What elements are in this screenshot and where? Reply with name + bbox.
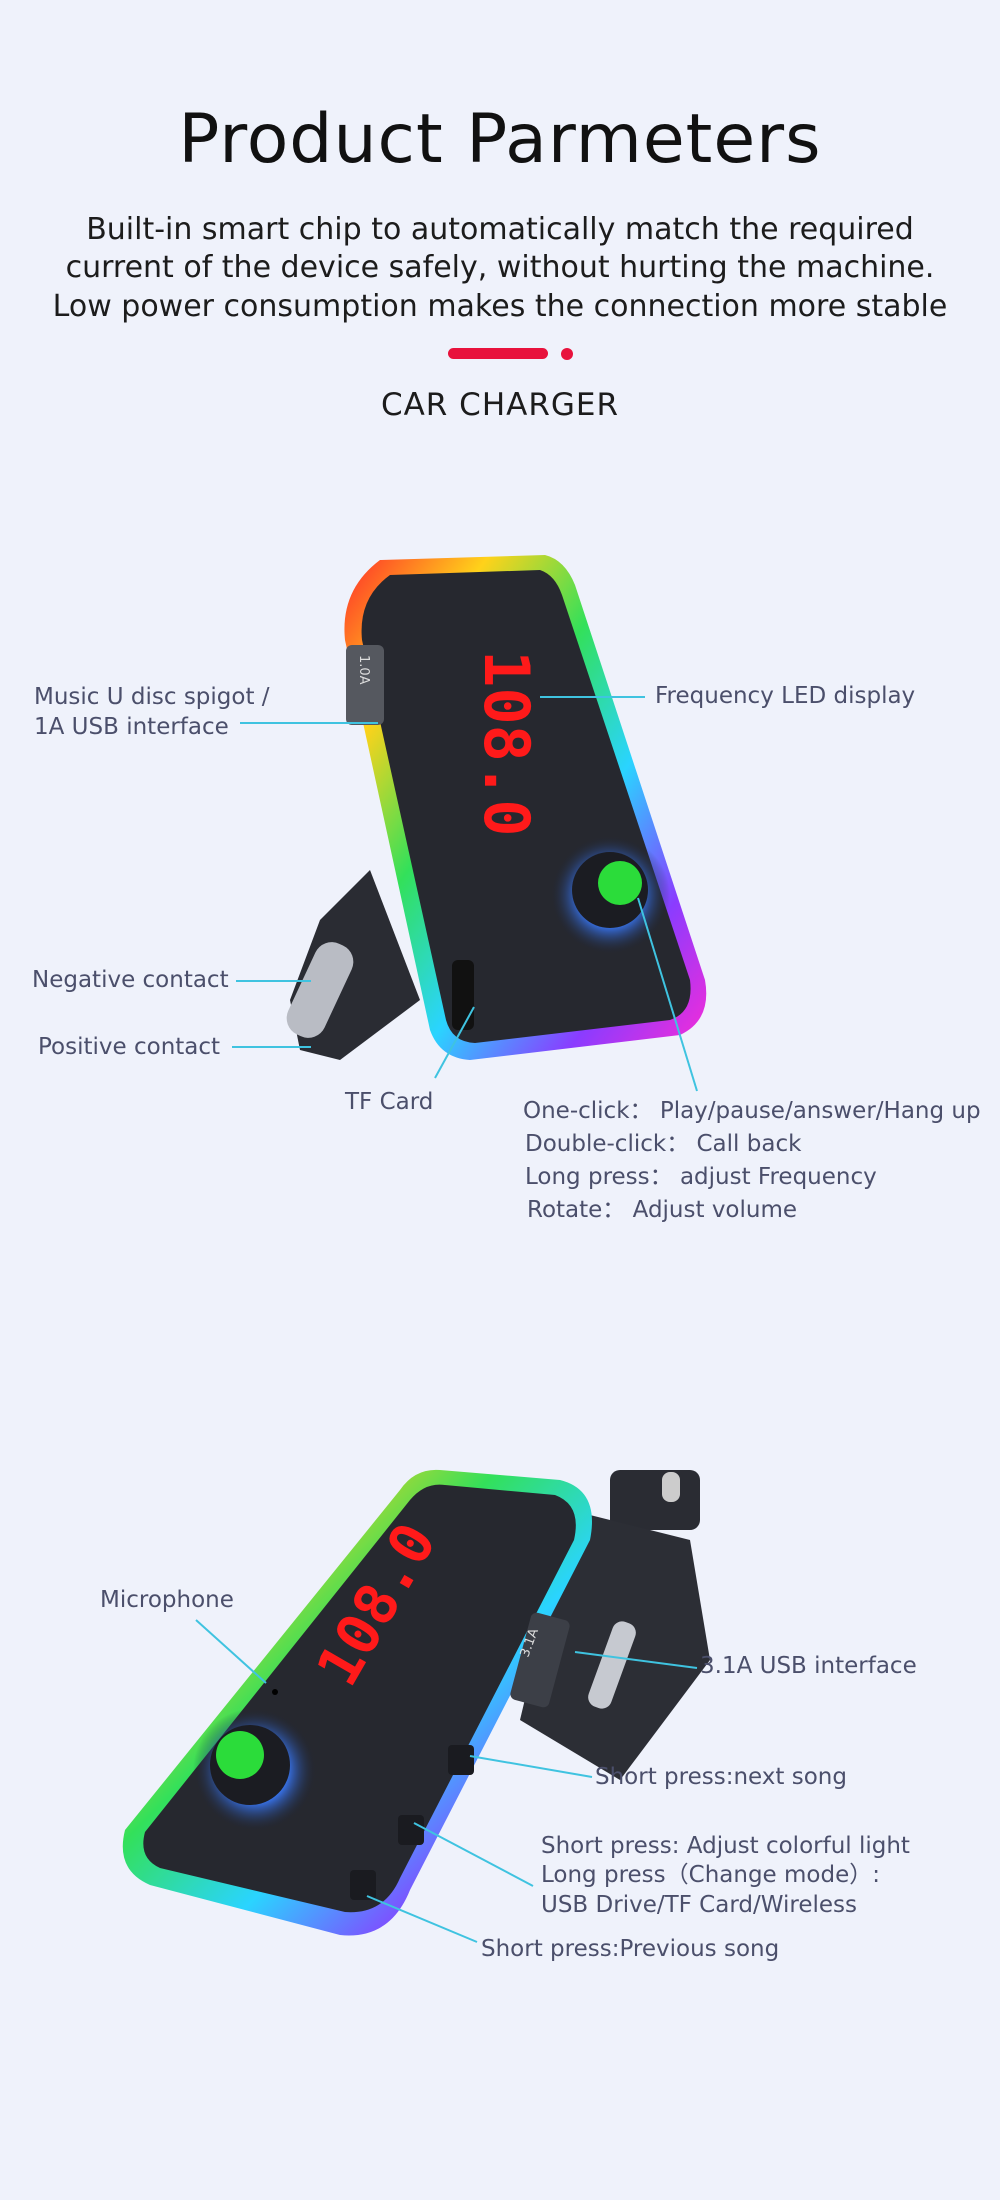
phone-icon — [598, 861, 642, 905]
label-microphone: Microphone — [100, 1587, 234, 1613]
label-negative-contact: Negative contact — [32, 967, 229, 993]
usb-1a-port-icon — [346, 645, 384, 725]
label-led-display: Frequency LED display — [655, 683, 916, 709]
label-positive-contact: Positive contact — [38, 1034, 221, 1060]
label-knob-one-click: One-click： Play/pause/answer/Hang up — [523, 1098, 981, 1124]
label-next-song: Short press:next song — [595, 1764, 847, 1790]
leader-lines — [195, 696, 698, 1943]
label-usb-1a-line-1: Music U disc spigot / — [34, 684, 270, 710]
phone-icon-2 — [216, 1731, 264, 1779]
usb-1a-port-mark: 1.0A — [356, 655, 371, 685]
subtitle-line-1: Built-in smart chip to automatically mat… — [86, 212, 914, 247]
label-mode-line-3: USB Drive/TF Card/Wireless — [541, 1892, 857, 1918]
accent-dot — [561, 348, 573, 360]
page-title: Product Parmeters — [178, 100, 822, 179]
device-view-2: 3.1A 108.0 — [122, 1469, 710, 1936]
label-mode-line-1: Short press: Adjust colorful light — [541, 1833, 910, 1859]
device-view-1: 1.0A 108.0 — [286, 555, 707, 1060]
subtitle-line-2: current of the device safely, without hu… — [65, 250, 935, 285]
label-knob-double-click: Double-click： Call back — [525, 1131, 802, 1157]
section-title: CAR CHARGER — [380, 387, 620, 423]
frequency-display: 108.0 — [470, 650, 543, 837]
label-knob-rotate: Rotate： Adjust volume — [527, 1197, 798, 1223]
label-previous-song: Short press:Previous song — [481, 1936, 780, 1962]
label-mode-line-2: Long press（Change mode）: — [541, 1862, 880, 1888]
label-knob-long-press: Long press： adjust Frequency — [525, 1164, 877, 1190]
label-usb-1a-line-2: 1A USB interface — [34, 714, 229, 740]
microphone-hole — [272, 1689, 278, 1695]
label-tf-card: TF Card — [345, 1089, 434, 1115]
subtitle-line-3: Low power consumption makes the connecti… — [52, 289, 948, 324]
accent-bar — [448, 348, 548, 359]
label-usb-31a: 3.1A USB interface — [700, 1653, 917, 1679]
usb-31a-port-icon — [510, 1612, 570, 1708]
tf-card-slot — [452, 960, 474, 1030]
